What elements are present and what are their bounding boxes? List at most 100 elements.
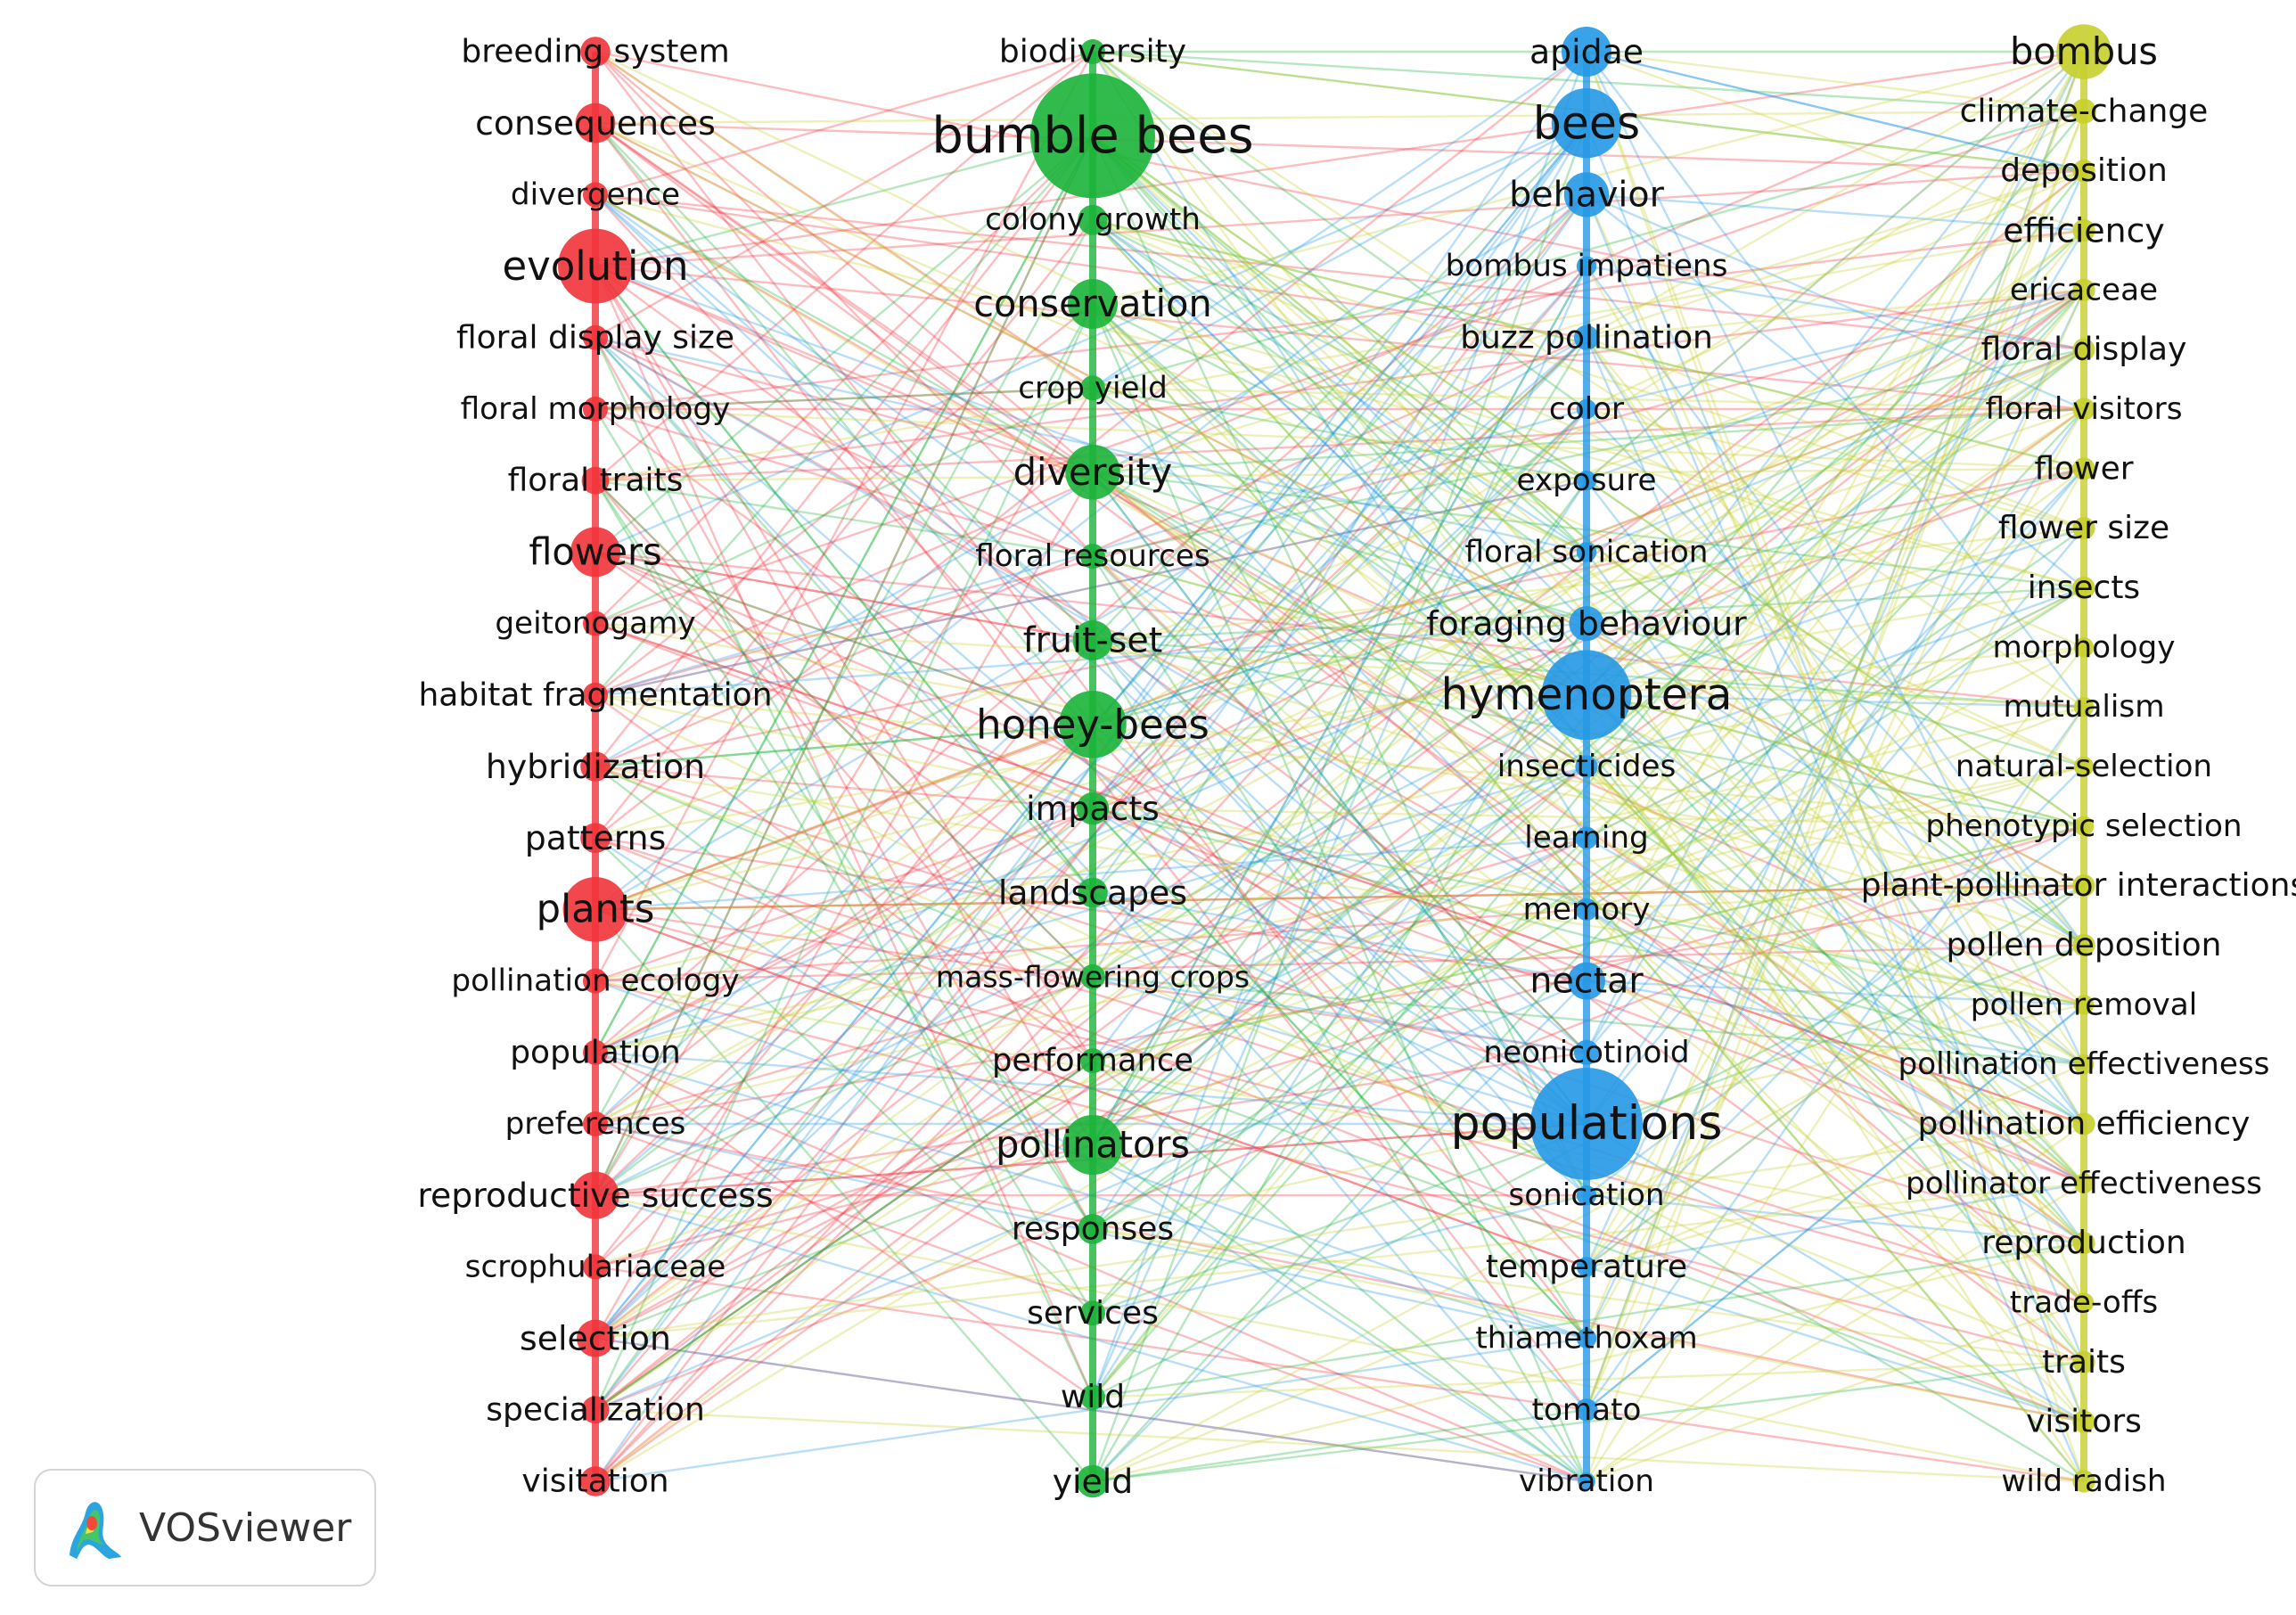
node-deposition[interactable] bbox=[2072, 160, 2095, 183]
node-impacts[interactable] bbox=[1076, 791, 1110, 825]
node-bees[interactable] bbox=[1551, 88, 1622, 159]
node-neonicotinoid[interactable] bbox=[1574, 1039, 1599, 1065]
node-wild[interactable] bbox=[1080, 1384, 1105, 1410]
node-insects[interactable] bbox=[2072, 576, 2095, 600]
node-wild-radish[interactable] bbox=[2072, 1470, 2095, 1493]
label-deposition[interactable]: deposition bbox=[2000, 152, 2168, 189]
label-tomato[interactable]: tomato bbox=[1532, 1392, 1642, 1428]
node-exposure[interactable] bbox=[1576, 471, 1597, 491]
label-populations[interactable]: populations bbox=[1451, 1097, 1723, 1151]
node-geitonogamy[interactable] bbox=[583, 611, 608, 636]
label-reproduction[interactable]: reproduction bbox=[1981, 1225, 2185, 1261]
label-neonicotinoid[interactable]: neonicotinoid bbox=[1483, 1035, 1689, 1070]
label-evolution[interactable]: evolution bbox=[502, 242, 688, 290]
label-preferences[interactable]: preferences bbox=[505, 1106, 686, 1142]
node-patterns[interactable] bbox=[580, 823, 611, 853]
label-behavior[interactable]: behavior bbox=[1509, 174, 1664, 215]
node-flowers[interactable] bbox=[570, 527, 620, 578]
node-mutualism[interactable] bbox=[2073, 696, 2095, 717]
label-geitonogamy[interactable]: geitonogamy bbox=[495, 606, 695, 642]
node-reproduction[interactable] bbox=[2072, 1232, 2095, 1255]
node-plants[interactable] bbox=[562, 877, 628, 942]
node-floral-visitors[interactable] bbox=[2072, 398, 2095, 421]
label-pollen-deposition[interactable]: pollen deposition bbox=[1947, 927, 2222, 963]
label-memory[interactable]: memory bbox=[1523, 891, 1651, 927]
node-pollination-effectiveness[interactable] bbox=[2073, 1053, 2095, 1075]
node-bumble-bees[interactable] bbox=[1030, 73, 1155, 199]
label-climate-change[interactable]: climate-change bbox=[1960, 93, 2209, 129]
node-mass-flowering-crops[interactable] bbox=[1080, 963, 1105, 989]
node-colony-growth[interactable] bbox=[1078, 204, 1108, 235]
node-population[interactable] bbox=[583, 1039, 608, 1065]
node-crop-yield[interactable] bbox=[1080, 375, 1105, 401]
label-floral-morphology[interactable]: floral morphology bbox=[461, 391, 731, 427]
node-diversity[interactable] bbox=[1065, 444, 1120, 500]
label-plant-pollinator-interactions[interactable]: plant-pollinator interactions bbox=[1861, 867, 2296, 904]
node-behavior[interactable] bbox=[1563, 172, 1610, 217]
label-visitation[interactable]: visitation bbox=[521, 1463, 668, 1500]
label-divergence[interactable]: divergence bbox=[511, 176, 680, 212]
node-color[interactable] bbox=[1576, 398, 1597, 420]
label-pollinator-effectiveness[interactable]: pollinator effectiveness bbox=[1906, 1166, 2262, 1201]
label-responses[interactable]: responses bbox=[1012, 1210, 1174, 1247]
label-learning[interactable]: learning bbox=[1524, 820, 1648, 856]
node-preferences[interactable] bbox=[583, 1111, 608, 1136]
node-specialization[interactable] bbox=[581, 1396, 610, 1424]
label-pollination-effectiveness[interactable]: pollination effectiveness bbox=[1898, 1046, 2270, 1082]
node-phenotypic-selection[interactable] bbox=[2073, 816, 2095, 837]
node-bombus[interactable] bbox=[2056, 24, 2112, 79]
label-traits[interactable]: traits bbox=[2042, 1344, 2126, 1381]
label-bumble-bees[interactable]: bumble bees bbox=[931, 107, 1253, 165]
node-reproductive-success[interactable] bbox=[571, 1171, 619, 1219]
node-floral-resources[interactable] bbox=[1080, 544, 1105, 570]
label-flower-size[interactable]: flower size bbox=[1998, 510, 2169, 546]
node-climate-change[interactable] bbox=[2071, 98, 2096, 124]
label-temperature[interactable]: temperature bbox=[1486, 1249, 1687, 1285]
label-honey-bees[interactable]: honey-bees bbox=[976, 701, 1210, 748]
node-performance[interactable] bbox=[1080, 1048, 1105, 1074]
label-visitors[interactable]: visitors bbox=[2026, 1404, 2142, 1440]
label-specialization[interactable]: specialization bbox=[486, 1391, 705, 1428]
label-scrophulariaceae[interactable]: scrophulariaceae bbox=[465, 1249, 726, 1284]
node-nectar[interactable] bbox=[1568, 962, 1605, 1000]
node-temperature[interactable] bbox=[1576, 1257, 1597, 1277]
node-plant-pollinator-interactions[interactable] bbox=[2072, 874, 2095, 898]
label-floral-sonication[interactable]: floral sonication bbox=[1465, 534, 1709, 570]
node-apidae[interactable] bbox=[1562, 27, 1611, 77]
label-fruit-set[interactable]: fruit-set bbox=[1023, 619, 1163, 660]
node-flower[interactable] bbox=[2072, 457, 2095, 480]
label-bombus-impatiens[interactable]: bombus impatiens bbox=[1446, 249, 1728, 284]
node-thiamethoxam[interactable] bbox=[1576, 1328, 1597, 1349]
node-pollen-removal[interactable] bbox=[2073, 995, 2095, 1015]
label-bees[interactable]: bees bbox=[1533, 97, 1640, 150]
node-landscapes[interactable] bbox=[1078, 877, 1108, 908]
label-vibration[interactable]: vibration bbox=[1519, 1463, 1654, 1499]
node-trade-offs[interactable] bbox=[2073, 1292, 2095, 1313]
label-insecticides[interactable]: insecticides bbox=[1497, 749, 1677, 784]
node-yield[interactable] bbox=[1076, 1464, 1110, 1498]
label-floral-visitors[interactable]: floral visitors bbox=[1985, 391, 2182, 427]
label-biodiversity[interactable]: biodiversity bbox=[999, 34, 1186, 70]
node-buzz-pollination[interactable] bbox=[1574, 324, 1599, 350]
node-vibration[interactable] bbox=[1578, 1472, 1595, 1490]
label-thiamethoxam[interactable]: thiamethoxam bbox=[1475, 1321, 1697, 1357]
label-performance[interactable]: performance bbox=[992, 1043, 1193, 1079]
label-impacts[interactable]: impacts bbox=[1026, 789, 1160, 828]
node-populations[interactable] bbox=[1530, 1068, 1643, 1180]
node-habitat-fragmentation[interactable] bbox=[583, 682, 608, 708]
label-foraging-behaviour[interactable]: foraging behaviour bbox=[1426, 604, 1747, 644]
label-habitat-fragmentation[interactable]: habitat fragmentation bbox=[418, 676, 772, 713]
label-flower[interactable]: flower bbox=[2034, 450, 2133, 487]
label-mass-flowering-crops[interactable]: mass-flowering crops bbox=[936, 959, 1250, 994]
node-flower-size[interactable] bbox=[2072, 517, 2095, 540]
node-hybridization[interactable] bbox=[580, 751, 611, 782]
node-consequences[interactable] bbox=[575, 102, 616, 143]
label-conservation[interactable]: conservation bbox=[973, 283, 1212, 325]
node-traits[interactable] bbox=[2072, 1350, 2095, 1373]
label-ericaceae[interactable]: ericaceae bbox=[2010, 272, 2158, 307]
label-efficiency[interactable]: efficiency bbox=[2003, 211, 2164, 250]
label-reproductive-success[interactable]: reproductive success bbox=[417, 1176, 773, 1215]
node-scrophulariaceae[interactable] bbox=[583, 1254, 608, 1280]
label-colony-growth[interactable]: colony growth bbox=[985, 202, 1201, 238]
label-pollination-efficiency[interactable]: pollination efficiency bbox=[1918, 1106, 2251, 1143]
